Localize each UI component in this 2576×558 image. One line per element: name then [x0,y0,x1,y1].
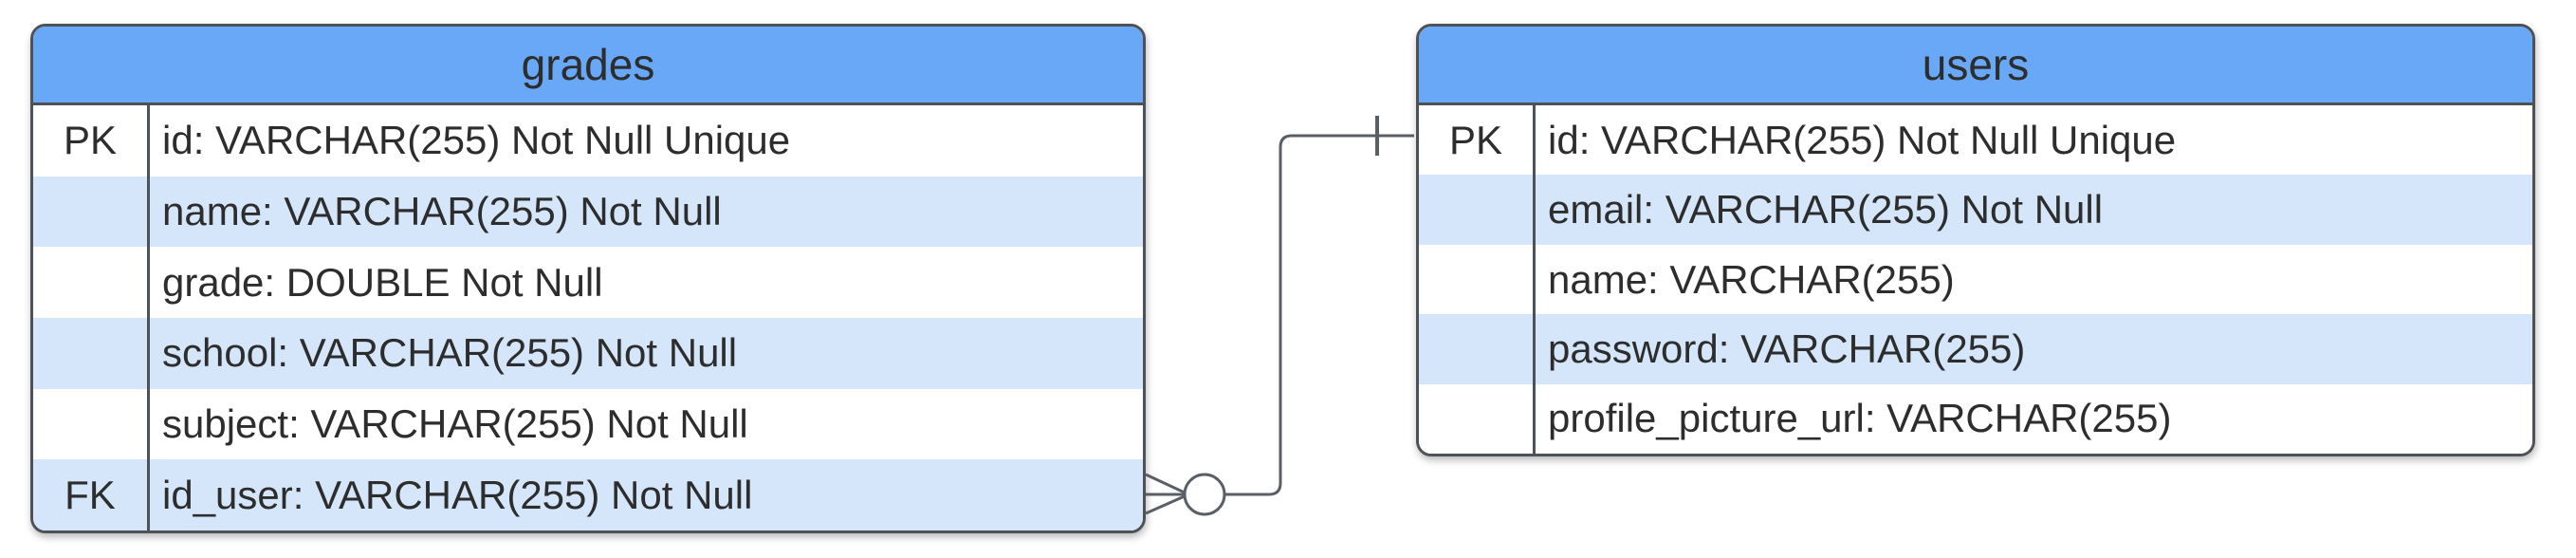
many-crowfoot-icon [1145,473,1187,515]
table-row: email: VARCHAR(255) Not Null [1419,175,2532,245]
entity-title-users: users [1419,27,2532,105]
field-cell: email: VARCHAR(255) Not Null [1548,187,2104,232]
zero-circle-icon [1183,473,1226,516]
field-cell: name: VARCHAR(255) [1548,256,1955,302]
field-cell: id_user: VARCHAR(255) Not Null [162,472,753,517]
key-cell: FK [64,472,116,517]
table-row: password: VARCHAR(255) [1419,314,2532,384]
field-cell: name: VARCHAR(255) Not Null [162,189,722,233]
connector-line [1224,134,1414,496]
field-cell: grade: DOUBLE Not Null [162,259,603,305]
field-cell: subject: VARCHAR(255) Not Null [162,401,748,447]
entity-title-grades: grades [33,27,1143,105]
entity-table-grades[interactable]: grades PK id: VARCHAR(255) Not Null Uniq… [30,24,1146,533]
table-row: grade: DOUBLE Not Null [33,247,1143,319]
field-cell: id: VARCHAR(255) Not Null Unique [1548,117,2177,162]
key-column-divider [147,105,150,530]
entity-table-users[interactable]: users PK id: VARCHAR(255) Not Null Uniqu… [1416,24,2535,456]
table-row: school: VARCHAR(255) Not Null [33,318,1143,389]
entity-body-grades: PK id: VARCHAR(255) Not Null Unique name… [33,105,1143,530]
table-row: subject: VARCHAR(255) Not Null [33,388,1143,460]
table-row: name: VARCHAR(255) Not Null [33,176,1143,248]
field-cell: password: VARCHAR(255) [1548,326,2026,371]
table-row: PK id: VARCHAR(255) Not Null Unique [1419,105,2532,176]
entity-body-users: PK id: VARCHAR(255) Not Null Unique emai… [1419,105,2532,454]
table-row: PK id: VARCHAR(255) Not Null Unique [33,105,1143,177]
field-cell: id: VARCHAR(255) Not Null Unique [162,118,791,163]
key-cell: PK [1448,117,1503,162]
field-cell: school: VARCHAR(255) Not Null [162,330,738,376]
field-cell: profile_picture_url: VARCHAR(255) [1548,396,2172,441]
key-column-divider [1533,105,1536,454]
key-cell: PK [63,118,118,163]
table-row: name: VARCHAR(255) [1419,244,2532,315]
table-row: FK id_user: VARCHAR(255) Not Null [33,459,1143,530]
table-row: profile_picture_url: VARCHAR(255) [1419,383,2532,454]
